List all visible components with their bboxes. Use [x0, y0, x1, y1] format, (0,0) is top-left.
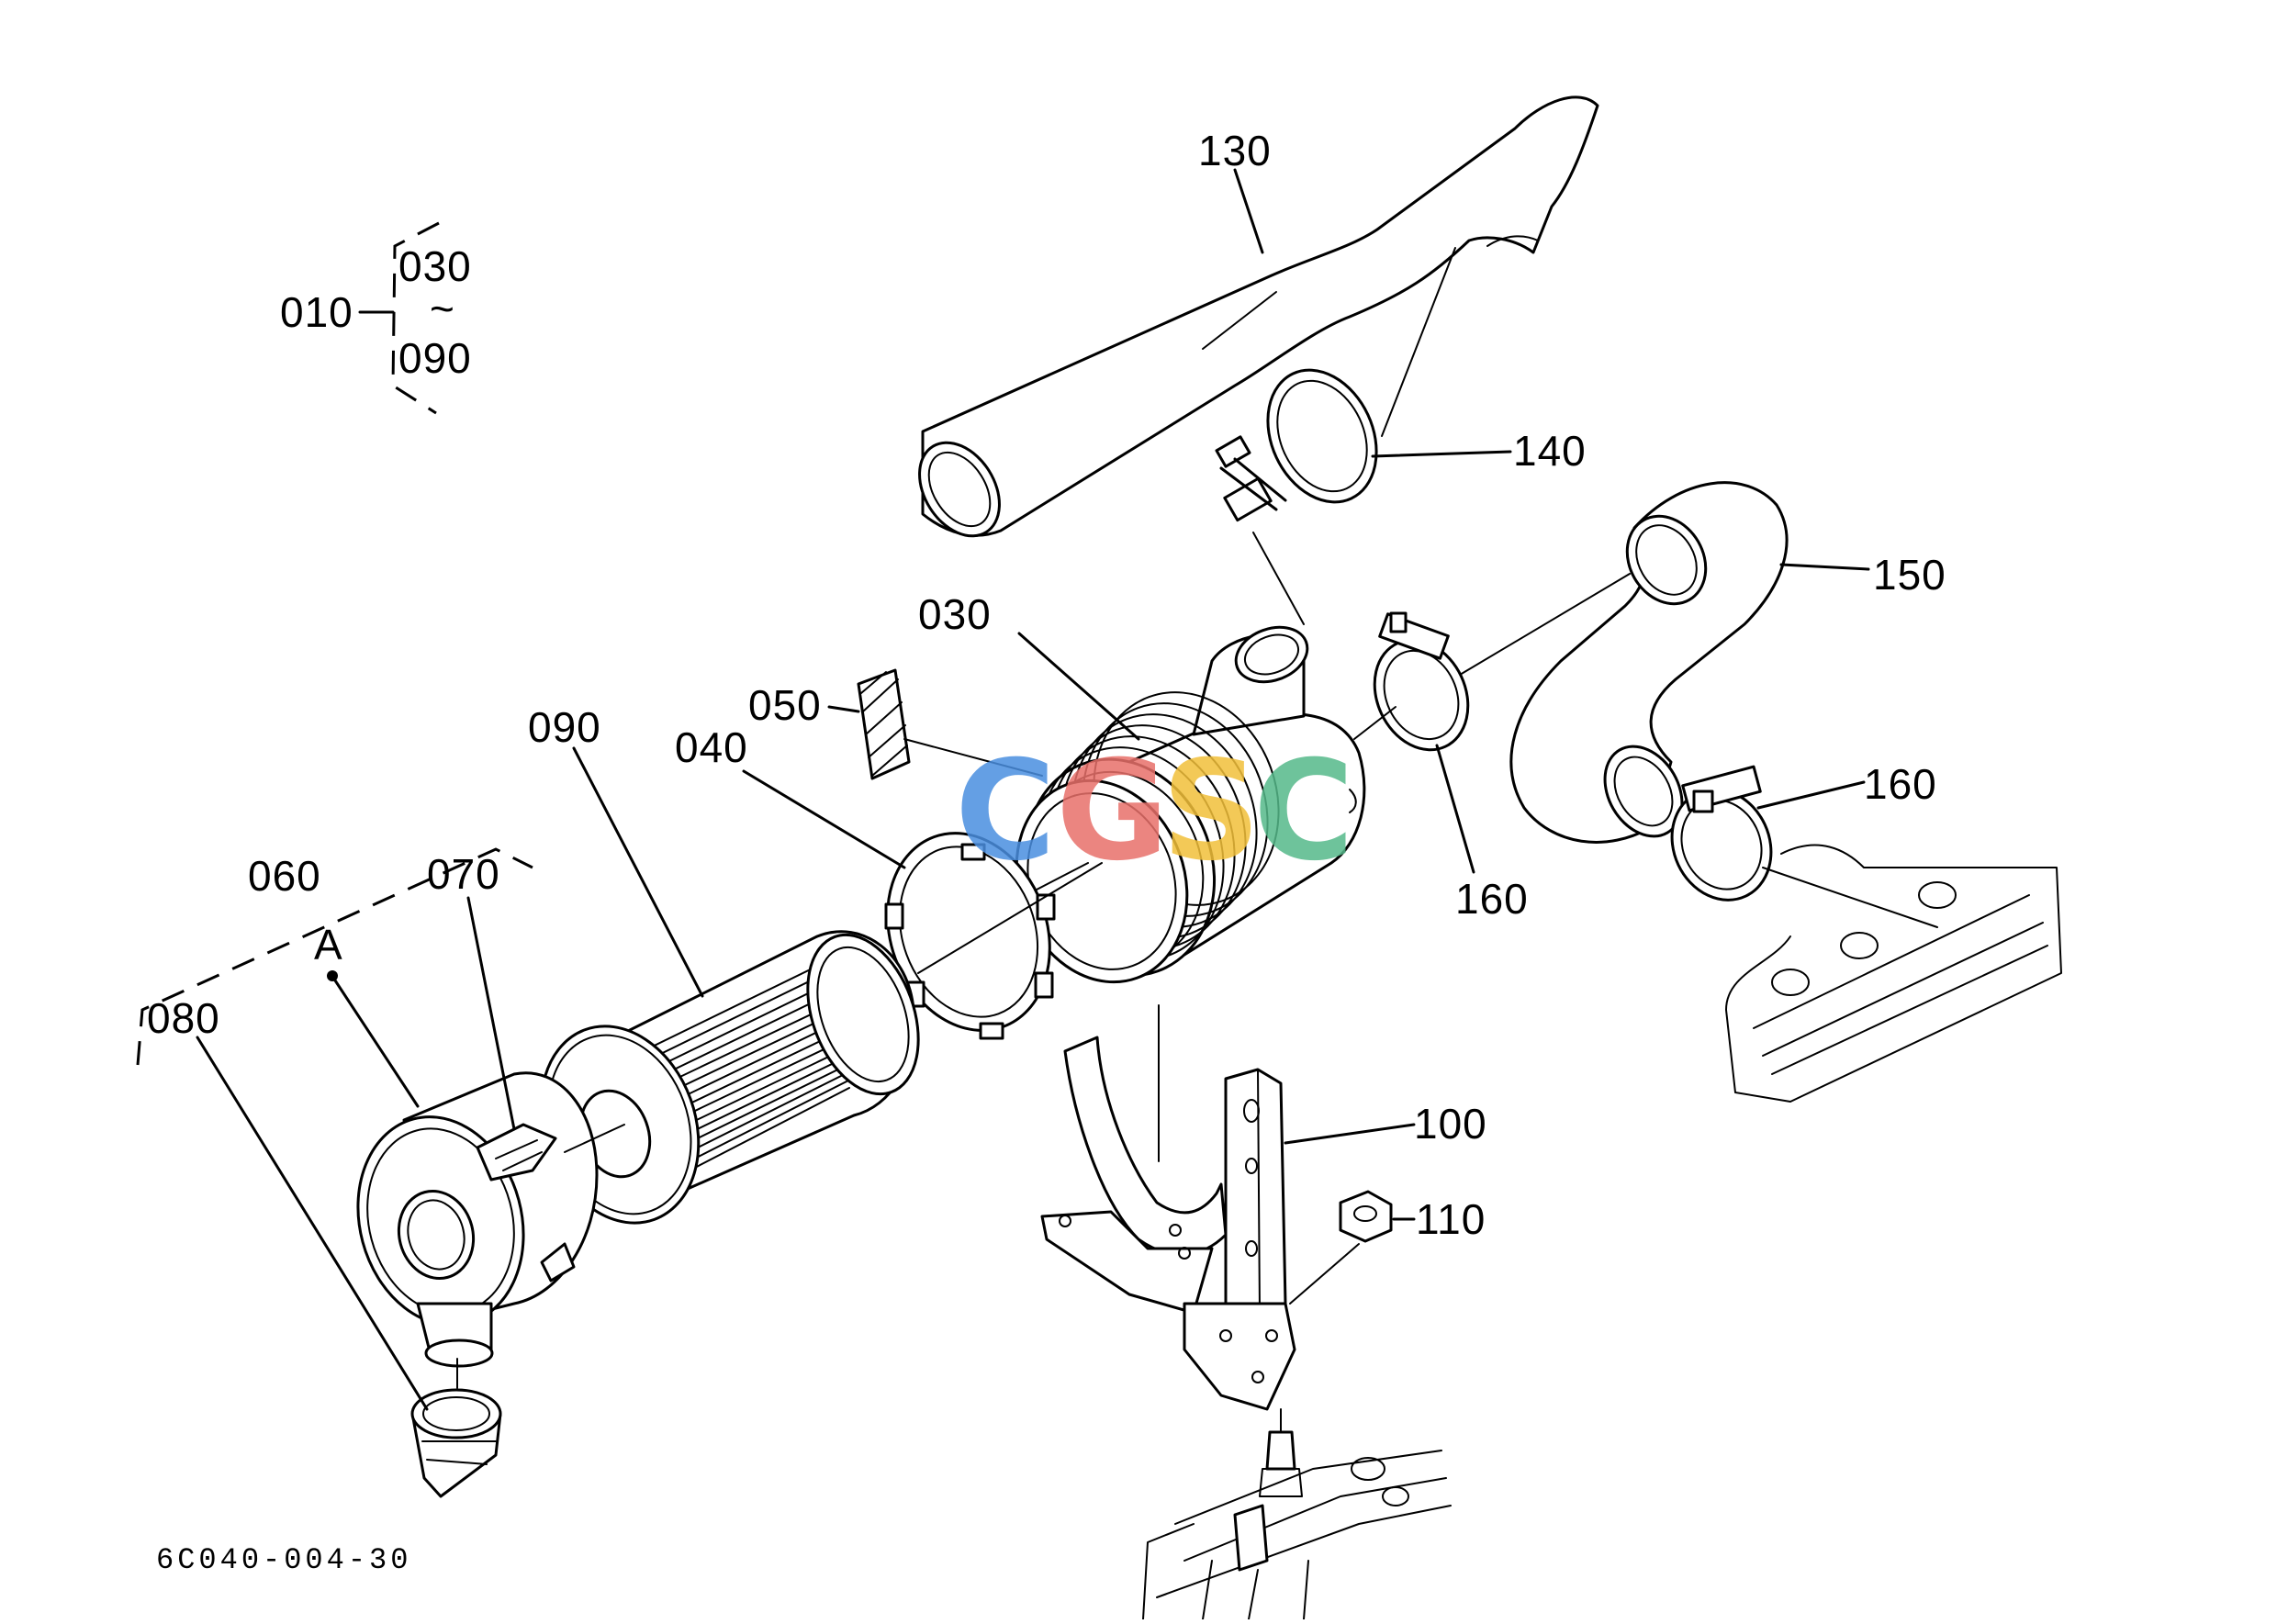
callout-label-070: 070 [427, 850, 500, 898]
filter-element-090 [539, 930, 920, 1225]
callout-060-A [333, 979, 420, 1108]
group-range-symbol: ~ [430, 285, 455, 332]
callout-160-right: 160 [1756, 760, 1937, 810]
hex-nut-110 [1339, 1190, 1393, 1243]
callout-label-060: 060 [248, 852, 321, 900]
intake-manifold [1725, 844, 2062, 1103]
hose-clamp-160-left [1373, 611, 1470, 752]
callout-label-130: 130 [1198, 127, 1272, 174]
callout-label-160-left: 160 [1455, 875, 1529, 923]
assembly-line-090 [917, 862, 1103, 974]
evacuator-valve-080 [410, 1388, 502, 1498]
bracket-100 [1183, 1068, 1296, 1411]
watermark-cgsc: C G S C [955, 732, 1354, 891]
group-range-start: 030 [398, 242, 472, 290]
callout-label-A: A [314, 921, 343, 969]
callout-label-140: 140 [1513, 427, 1587, 475]
group-label-010: 010 [280, 288, 353, 336]
hose-clamp-160-right [1670, 765, 1773, 902]
drawing-code: 6C040-004-30 [156, 1543, 411, 1577]
assembly-line-140 [1252, 532, 1305, 625]
callout-label-040: 040 [675, 723, 748, 771]
callout-040: 040 [675, 723, 906, 869]
callout-100: 100 [1284, 1100, 1487, 1148]
callout-150: 150 [1779, 551, 1946, 599]
group-bracket-010: 010 030 ~ 090 [280, 221, 472, 415]
callout-130: 130 [1198, 127, 1272, 254]
callout-080 [196, 1036, 429, 1411]
hose-clamp-140 [1215, 368, 1378, 522]
assembly-line-110 [1289, 1243, 1360, 1305]
point-A-marker [327, 970, 338, 981]
watermark-letter-s: S [1161, 732, 1261, 891]
callout-label-080: 080 [147, 994, 220, 1042]
callout-030: 030 [918, 590, 1140, 741]
watermark-letter-c1: C [955, 732, 1056, 891]
group-bracket-060: 060 070 080 A [136, 847, 533, 1066]
callout-070 [466, 896, 516, 1131]
watermark-letter-g: G [1056, 732, 1169, 891]
assembly-line-060 [564, 1124, 625, 1153]
filter-pleats [633, 958, 860, 1185]
callout-label-050: 050 [748, 681, 822, 729]
latch-clip-070 [476, 1123, 576, 1282]
clamp-band-040 [884, 832, 1056, 1040]
assembly-line-160-left [1353, 706, 1396, 740]
callout-label-090: 090 [528, 703, 601, 751]
engine-head-partial [1142, 1408, 1452, 1620]
assembly-line-150 [1459, 573, 1631, 676]
mounting-band [1040, 1036, 1228, 1315]
intake-pipe-130 [918, 95, 1599, 538]
group-range-end: 090 [398, 334, 472, 382]
callout-label-100: 100 [1414, 1100, 1487, 1148]
callout-160-left: 160 [1435, 744, 1529, 923]
callout-140: 140 [1371, 427, 1587, 475]
callout-090: 090 [528, 703, 704, 998]
elbow-hose-150 [1509, 481, 1789, 844]
watermark-letter-c2: C [1253, 732, 1354, 891]
callout-label-160-right: 160 [1864, 760, 1937, 808]
callout-110: 110 [1392, 1195, 1486, 1243]
callout-050: 050 [748, 681, 1043, 777]
label-plate-050 [857, 668, 911, 780]
callout-label-030: 030 [918, 590, 992, 638]
assembly-line-manifold [1762, 867, 1938, 928]
air-cleaner-body-030 [1015, 625, 1366, 984]
callout-label-110: 110 [1416, 1195, 1486, 1243]
callout-label-150: 150 [1873, 551, 1946, 599]
